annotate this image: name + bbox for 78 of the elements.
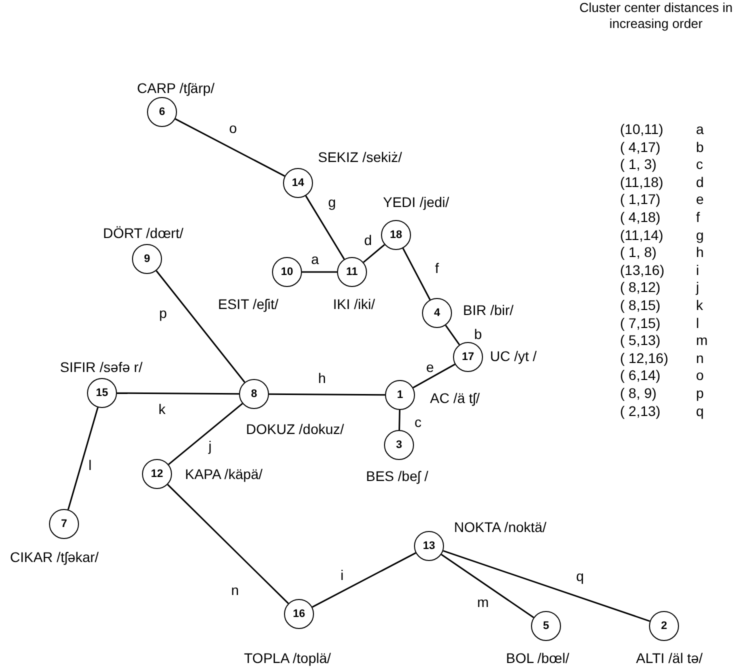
table-cell: c (696, 157, 703, 172)
connector-line (402, 248, 431, 300)
connector-line (168, 402, 243, 466)
table-cell: ( 6,14) (620, 368, 660, 382)
table-cell: (10,11) (620, 122, 664, 136)
connector-line (305, 195, 345, 260)
word-label: UC /yt / (490, 349, 537, 363)
table-cell: ( 12,16) (620, 350, 668, 365)
table-cell: p (696, 386, 704, 400)
connector-line (156, 270, 246, 383)
table-cell: ( 7,15) (620, 316, 660, 330)
connector-line (269, 393, 385, 396)
table-cell: g (696, 228, 704, 242)
connector-line (440, 554, 534, 618)
word-label: NOKTA /noktä/ (454, 520, 546, 534)
table-cell: ( 2,13) (620, 404, 660, 418)
connector-line (167, 484, 289, 604)
connector-line (363, 244, 385, 263)
table-cell: ( 4,17) (620, 140, 660, 154)
table-cell: o (696, 368, 704, 382)
word-label: AC /ä tʃ/ (430, 391, 480, 405)
edge-label: j (207, 439, 213, 453)
edge-label: h (317, 371, 327, 385)
word-label: IKI /iki/ (333, 297, 376, 311)
connector-line (117, 392, 239, 395)
word-label: SEKIZ /sekiż/ (318, 150, 402, 164)
word-label: ESIT /eʃit/ (218, 297, 278, 311)
table-cell: ( 1, 3) (620, 157, 657, 172)
table-cell: k (696, 298, 703, 312)
table-cell: b (696, 140, 704, 154)
word-label: DOKUZ /dokuz/ (246, 422, 344, 436)
table-cell: ( 4,18) (620, 210, 660, 224)
connector-line (398, 410, 400, 430)
edge-label: f (434, 261, 440, 275)
word-label: CARP /tʃärp/ (137, 81, 215, 95)
word-label: CIKAR /tʃəkar/ (10, 550, 99, 564)
edge-label: k (158, 402, 166, 416)
table-cell: ( 5,13) (620, 333, 660, 348)
connector-line (67, 407, 99, 510)
word-label: BOL /bœl/ (506, 651, 570, 665)
edge-label: d (363, 233, 373, 247)
table-cell: q (696, 404, 704, 418)
connector-line (174, 118, 286, 177)
table-cell: ( 8,15) (620, 298, 660, 312)
edge-label: b (473, 327, 483, 341)
word-label: DÖRT /dœrt/ (103, 226, 184, 240)
connector-line (302, 271, 337, 273)
table-cell: ( 8,12) (620, 280, 660, 294)
table-cell: i (696, 262, 700, 277)
table-cell: n (696, 350, 704, 365)
word-label: YEDI /jedi/ (383, 195, 450, 209)
edge-label: l (87, 458, 93, 472)
word-label: ALTI /äl tə/ (636, 651, 703, 665)
table-cell: ( 1,17) (620, 192, 660, 206)
connector-line (412, 364, 456, 388)
word-label: KAPA /käpä/ (185, 467, 263, 481)
word-label: SIFIR /səfə r/ (60, 360, 142, 374)
connector-line (442, 550, 650, 622)
table-cell: (11,14) (620, 228, 664, 242)
connector-line (445, 324, 460, 346)
table-cell: d (696, 174, 704, 189)
table-cell: ( 8, 9) (620, 386, 657, 400)
table-cell: j (696, 280, 700, 294)
table-cell: a (696, 122, 704, 136)
table-cell: (11,18) (620, 174, 664, 189)
table-cell: e (696, 192, 704, 206)
connector-line (312, 552, 416, 608)
table-cell: f (696, 210, 700, 224)
word-label: BIR /bir/ (463, 303, 514, 317)
table-cell: l (696, 316, 700, 330)
word-label: BES /beʃ / (366, 469, 428, 483)
table-cell: m (696, 333, 708, 348)
edge-label: i (339, 568, 345, 582)
word-label: TOPLA /toplä/ (244, 651, 331, 665)
table-cell: (13,16) (620, 262, 664, 277)
table-cell: h (696, 245, 704, 260)
table-heading: Cluster center distances in increasing order (578, 0, 734, 32)
table-cell: ( 1, 8) (620, 245, 657, 260)
